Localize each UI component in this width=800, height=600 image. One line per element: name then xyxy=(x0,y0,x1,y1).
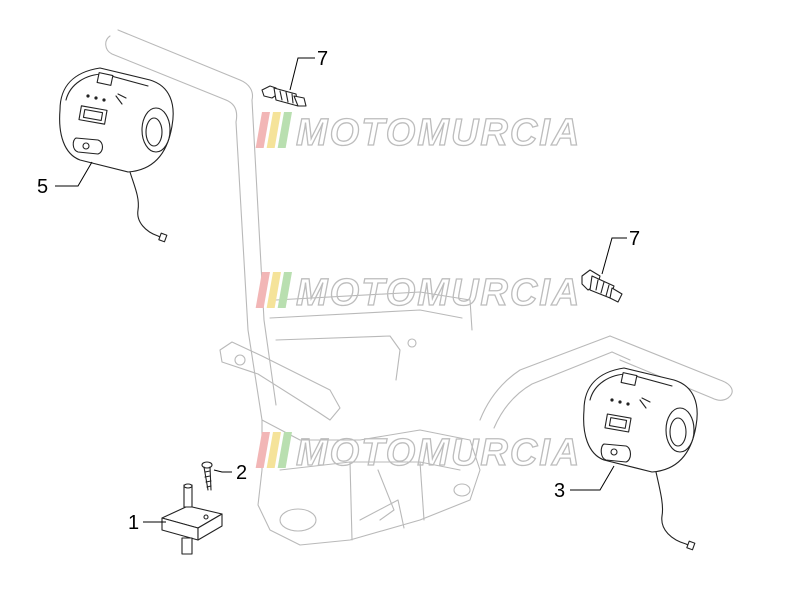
callout-3: 3 xyxy=(554,480,565,502)
watermark-text: MOTOMURCIA xyxy=(296,432,581,474)
handlebar-frame-ghost xyxy=(105,29,733,546)
screw-icon xyxy=(201,461,213,491)
callout-5: 5 xyxy=(37,176,48,198)
watermark-text: MOTOMURCIA xyxy=(296,272,581,314)
callout-7-right: 7 xyxy=(629,228,640,250)
handlebar-switch-left-icon xyxy=(59,67,174,243)
bulb-icon xyxy=(581,269,623,303)
watermark-text: MOTOMURCIA xyxy=(296,112,581,154)
watermark-middle: MOTOMURCIA xyxy=(255,271,581,315)
callout-2: 2 xyxy=(236,462,247,484)
bulb-icon xyxy=(261,85,307,107)
callout-1: 1 xyxy=(128,512,139,534)
watermark-top: MOTOMURCIA xyxy=(255,111,581,155)
watermark-bottom: MOTOMURCIA xyxy=(255,431,581,475)
callout-7-top: 7 xyxy=(317,48,328,70)
handlebar-switch-right-icon xyxy=(583,367,698,551)
bracket-icon xyxy=(161,483,223,555)
leader-lines xyxy=(55,57,627,523)
